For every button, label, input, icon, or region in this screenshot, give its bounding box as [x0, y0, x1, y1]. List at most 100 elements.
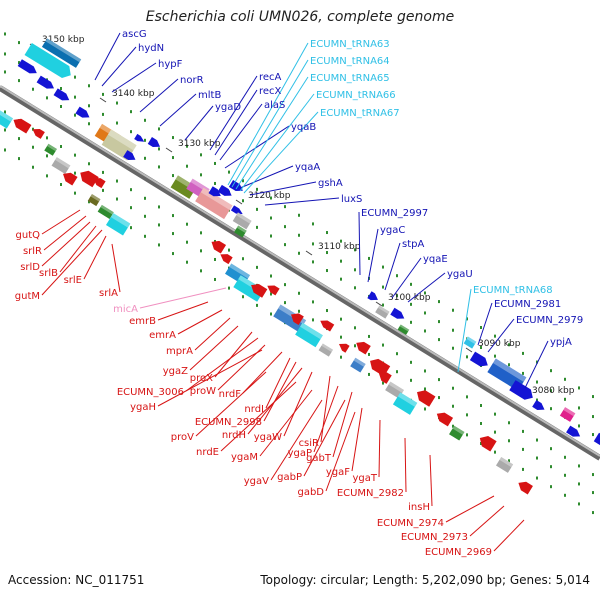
track-dot: [438, 320, 440, 324]
callout-line: [194, 317, 231, 351]
track-dot: [46, 96, 48, 100]
gene-label: emrA: [149, 330, 176, 341]
track-dot: [46, 154, 48, 158]
track-dot: [284, 301, 286, 305]
track-dot: [32, 145, 34, 149]
track-dot: [172, 174, 174, 178]
track-dot: [368, 256, 370, 260]
feature-glyph: [220, 254, 233, 265]
track-dot: [466, 355, 468, 359]
track-dot: [158, 223, 160, 227]
track-dot: [298, 213, 300, 217]
feature-glyph: [320, 320, 335, 332]
callout-line: [242, 351, 283, 394]
tick-mark: [465, 347, 473, 353]
track-dot: [270, 274, 272, 278]
track-dot: [522, 447, 524, 451]
track-dot: [60, 183, 62, 186]
gene-label: srlD: [20, 262, 40, 273]
track-dot: [242, 199, 244, 203]
callout-line: [243, 111, 319, 194]
track-dot: [256, 207, 258, 211]
track-dot: [256, 187, 258, 191]
feature-glyph: [105, 213, 131, 236]
gene-label: ygaV: [244, 476, 269, 487]
track-dot: [592, 415, 594, 419]
gene-label: srlB: [39, 268, 58, 279]
callout-line: [265, 357, 291, 409]
track-dot: [578, 464, 580, 468]
track-dot: [536, 380, 538, 384]
track-dot: [172, 214, 174, 218]
gene-label: srlA: [99, 288, 118, 299]
track-dot: [74, 95, 76, 99]
feature-glyph: [318, 343, 334, 357]
track-dot: [158, 243, 160, 247]
feature-glyph: [356, 341, 371, 355]
track-dot: [382, 265, 384, 269]
track-dot: [326, 269, 328, 273]
feature-glyph: [87, 194, 101, 207]
track-dot: [144, 156, 146, 160]
track-dot: [284, 205, 286, 209]
callout-line: [367, 228, 379, 283]
gene-label: ygaU: [447, 269, 473, 280]
gene-label: proX: [190, 373, 213, 384]
track-dot: [382, 381, 384, 385]
track-dot: [172, 136, 174, 140]
track-dot: [592, 511, 594, 515]
feature-glyph: [230, 205, 243, 215]
callout-line: [391, 257, 422, 299]
track-dot: [536, 398, 538, 402]
gene-label: ygaZ: [163, 366, 188, 377]
gene-label: ygaW: [254, 432, 282, 443]
feature-glyph: [479, 435, 497, 452]
track-dot: [228, 170, 230, 174]
feature-glyph: [509, 380, 533, 400]
callout-line: [214, 89, 258, 156]
track-dot: [270, 216, 272, 220]
callout-line: [220, 381, 297, 452]
track-dot: [340, 259, 342, 263]
callout-line: [231, 59, 309, 188]
tick-label: 3100 kbp: [388, 293, 431, 303]
gene-label: ECUMN_2974: [377, 518, 444, 529]
feature-glyph: [339, 343, 350, 353]
gene-label: norR: [180, 75, 204, 86]
track-dot: [494, 430, 496, 434]
track-dot: [214, 161, 216, 165]
gene-label: ECUMN_tRNA68: [473, 285, 553, 296]
track-dot: [508, 439, 510, 443]
callout-line: [184, 105, 214, 141]
track-dot: [340, 239, 342, 243]
track-dot: [298, 309, 300, 313]
track-dot: [550, 447, 552, 451]
gene-label: ECUMN_tRNA66: [316, 90, 396, 101]
track-dot: [354, 248, 356, 252]
callout-line: [524, 340, 549, 389]
track-dot: [158, 165, 160, 169]
track-dot: [144, 138, 146, 142]
feature-glyph: [228, 180, 243, 192]
track-dot: [32, 165, 34, 169]
feature-glyph: [195, 187, 233, 220]
gene-label: ygaM: [231, 452, 258, 463]
track-dot: [88, 200, 90, 204]
feature-glyph: [392, 392, 418, 415]
gene-label: recX: [259, 86, 282, 97]
callout-line: [384, 242, 401, 291]
callout-line: [407, 272, 446, 303]
feature-glyph: [80, 170, 99, 188]
tick-label: 3150 kbp: [42, 35, 85, 45]
track-dot: [200, 249, 202, 253]
track-dot: [340, 277, 342, 281]
track-dot: [228, 248, 230, 252]
track-dot: [74, 191, 76, 195]
track-dot: [466, 395, 468, 399]
track-dot: [102, 188, 104, 192]
track-dot: [214, 257, 216, 261]
tick-mark: [235, 199, 243, 205]
track-dot: [354, 344, 356, 348]
track-dot: [144, 196, 146, 200]
callout-line: [487, 318, 515, 353]
